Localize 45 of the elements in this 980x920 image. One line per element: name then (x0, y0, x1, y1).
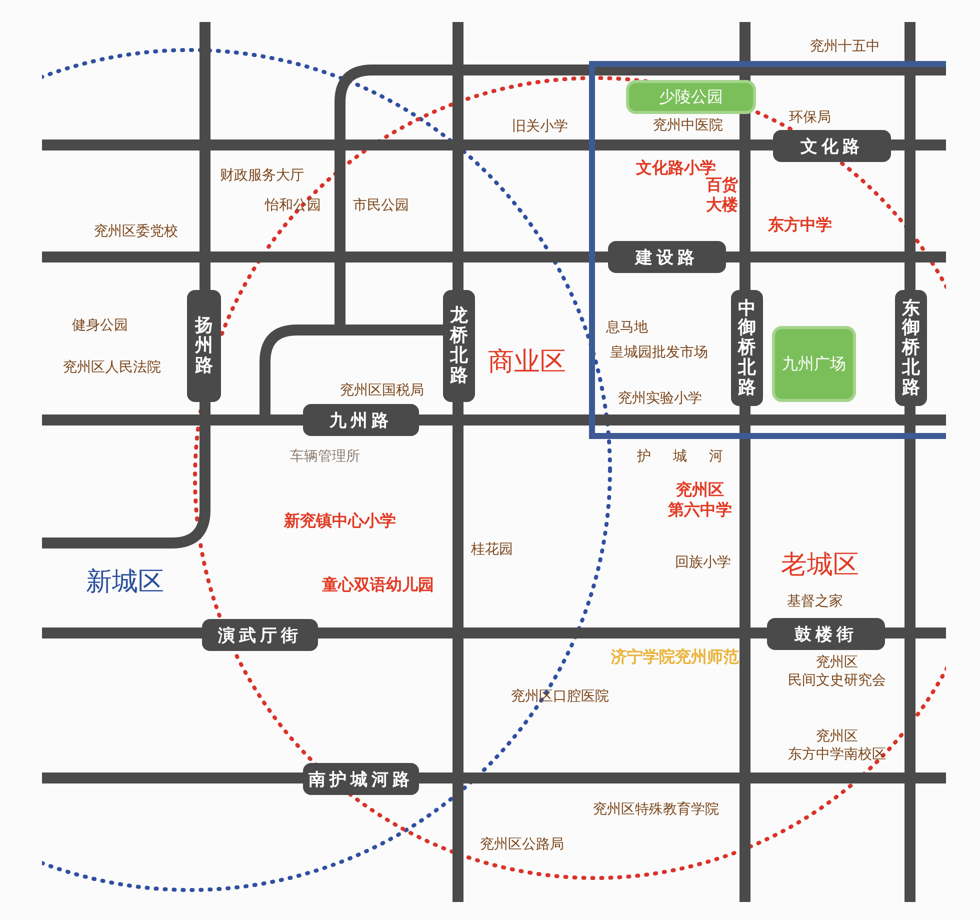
place-label: 回族小学 (675, 554, 731, 572)
place-label: 桂花园 (471, 541, 513, 559)
place-label: 兖州区人民法院 (63, 359, 161, 377)
place-label: 怡和公园 (265, 197, 321, 215)
road-sign: 中御桥北路 (731, 290, 763, 406)
place-label: 基督之家 (787, 593, 843, 611)
road-sign: 文化路 (773, 130, 891, 162)
place-label: 旧关小学 (512, 118, 568, 136)
park-area: 九州广场 (772, 326, 856, 402)
place-label: 兖州区公路局 (480, 836, 564, 854)
district-label: 新城区 (86, 566, 164, 598)
place-label: 兖州区国税局 (340, 382, 424, 400)
place-label: 环保局 (789, 109, 831, 127)
road-sign: 东御桥北路 (895, 290, 927, 406)
place-label: 兖州中医院 (653, 117, 723, 135)
landmark-label: 兖州区第六中学 (668, 480, 732, 520)
park-area: 少陵公园 (626, 80, 756, 114)
landmark-label: 东方中学 (768, 215, 832, 235)
place-label: 兖州区特殊教育学院 (593, 801, 719, 819)
road-sign: 龙桥北路 (443, 290, 475, 402)
place-label: 健身公园 (72, 317, 128, 335)
place-label: 兖州十五中 (810, 38, 880, 56)
road-sign: 鼓楼街 (767, 618, 885, 650)
landmark-label: 济宁学院兖州师范 (611, 647, 739, 667)
road-sign: 九州路 (303, 404, 419, 436)
place-label: 市民公园 (353, 197, 409, 215)
place-label: 车辆管理所 (290, 448, 360, 466)
landmark-label: 新兖镇中心小学 (284, 511, 396, 531)
place-label: 息马地 (606, 319, 648, 337)
place-label: 兖州区委党校 (94, 223, 178, 241)
place-label: 财政服务大厅 (220, 167, 304, 185)
place-label: 兖州实验小学 (618, 390, 702, 408)
landmark-label: 童心双语幼儿园 (322, 575, 434, 595)
river-label: 护城河 (637, 448, 745, 466)
place-label: 兖州区东方中学南校区 (788, 728, 886, 764)
landmark-label: 百货大楼 (706, 175, 738, 215)
place-label: 兖州区民间文史研究会 (788, 654, 886, 690)
road-sign: 演武厅街 (202, 619, 318, 651)
place-label: 皇城园批发市场 (610, 344, 708, 362)
landmark-label: 文化路小学 (636, 158, 716, 178)
district-label: 老城区 (781, 548, 859, 582)
district-label: 商业区 (488, 346, 566, 378)
road-sign: 扬州路 (187, 290, 221, 402)
road-sign: 南护城河路 (303, 763, 419, 795)
road-sign: 建设路 (608, 241, 726, 273)
